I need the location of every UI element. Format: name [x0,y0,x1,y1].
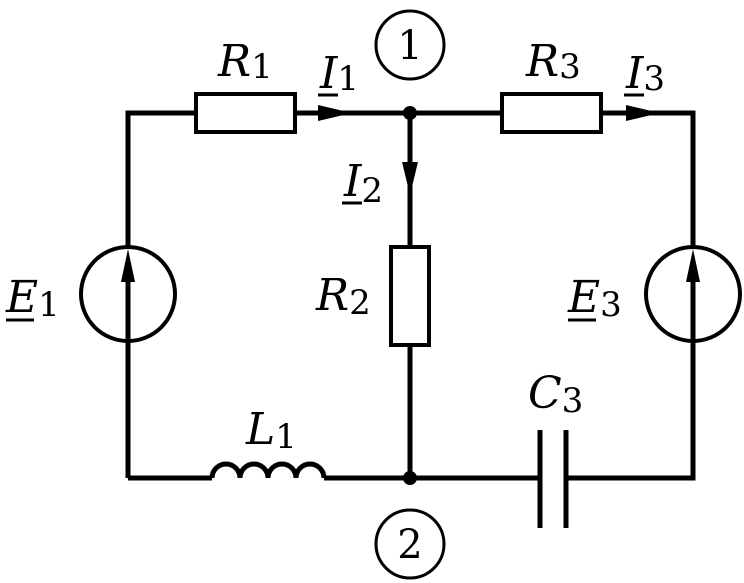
label-i2: I2 [343,156,383,211]
label-i3: I3 [625,48,665,99]
junction-top [403,106,417,120]
label-i1: I1 [319,48,359,99]
capacitor-c3 [537,430,569,528]
node-2: 2 [374,508,446,580]
resistor-r3 [500,92,603,134]
inductor-l1 [209,461,327,479]
node-1: 1 [374,9,446,81]
arrow-i2 [402,162,418,195]
label-c3: C3 [528,368,583,421]
node-2-label: 2 [397,522,422,568]
source-e1 [79,245,177,343]
junction-bottom [403,471,417,485]
wire-right-top [601,110,696,248]
label-r2: R2 [315,270,371,323]
resistor-r2 [389,245,431,347]
wire-right-lower [566,343,696,481]
resistor-r1 [194,92,297,134]
label-r1: R1 [217,36,273,87]
label-l1: L1 [245,404,297,457]
source-e3 [644,245,742,343]
label-e1: E1 [5,272,60,325]
node-1-label: 1 [397,23,422,69]
label-r3: R3 [525,36,581,87]
arrow-i3 [626,105,660,121]
wire-left-top [125,110,196,270]
label-e3: E3 [567,272,622,325]
arrow-i1 [318,105,352,121]
